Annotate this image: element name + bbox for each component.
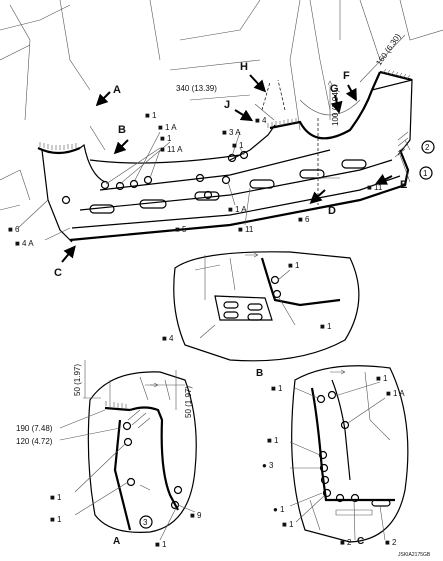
detail-c-callout-1-b: ■ 1 xyxy=(376,374,388,383)
view-label-d: D xyxy=(328,205,336,217)
detail-c-label: C xyxy=(357,536,364,547)
callout-11-b: ■ 11 xyxy=(238,225,254,234)
view-label-g: G xyxy=(330,83,339,95)
detail-c-dot-1: ● 1 xyxy=(273,505,285,514)
callout-6-b: ■ 6 xyxy=(298,215,310,224)
view-label-a: A xyxy=(113,84,121,96)
detail-c-callout-2-b: ■ 2 xyxy=(385,538,397,547)
detail-c-callout-1a: ■ 1 A xyxy=(386,389,405,398)
detail-b-callout-1-a: ■ 1 xyxy=(288,261,300,270)
view-label-j: J xyxy=(224,99,230,111)
callout-1-c: ■ 1 xyxy=(232,141,244,150)
detail-c-callout-1-c: ■ 1 xyxy=(267,436,279,445)
callout-11a: ■ 11 A xyxy=(160,145,183,154)
circled-number-3-text: 3 xyxy=(143,518,148,527)
circled-number-1-text: 1 xyxy=(423,169,428,178)
main-assembly xyxy=(0,0,443,263)
detail-a-callout-1-a: ■ 1 xyxy=(50,493,62,502)
callout-1a-b: ■ 1 A xyxy=(228,205,247,214)
dimension-160: 160 (6.30) xyxy=(374,32,402,67)
detail-b-callout-4: ■ 4 xyxy=(162,334,174,343)
detail-c-callout-1-a: ■ 1 xyxy=(271,384,283,393)
callout-3a: ■ 3 A xyxy=(222,128,241,137)
weld-length-120: 120 (4.72) xyxy=(16,437,53,446)
detail-view-a xyxy=(59,360,197,541)
dimension-100: 100 (3.94) xyxy=(331,89,340,126)
detail-view-b xyxy=(173,251,360,362)
detail-c-callout-1-d: ■ 1 xyxy=(282,520,294,529)
detail-a-dim-50-a: 50 (1.97) xyxy=(73,364,82,396)
callout-6-a: ■ 6 xyxy=(8,225,20,234)
detail-a-dim-50-b: 50 (1.97) xyxy=(184,386,193,418)
callout-5: ■ 5 xyxy=(175,225,187,234)
callout-11-a: ■ 11 xyxy=(367,183,383,192)
detail-b-callout-1-b: ■ 1 xyxy=(320,322,332,331)
callout-1-b: ■ 1 xyxy=(160,134,172,143)
detail-a-label: A xyxy=(113,536,120,547)
view-label-h: H xyxy=(240,61,248,73)
view-label-f: F xyxy=(343,70,350,82)
weld-length-340: 340 (13.39) xyxy=(176,84,217,93)
circled-number-2-text: 2 xyxy=(425,143,430,152)
circled-number-3 xyxy=(139,515,153,529)
detail-c-callout-2-a: ■ 2 xyxy=(340,538,352,547)
callout-1-a: ■ 1 xyxy=(145,111,157,120)
detail-view-c xyxy=(289,365,409,543)
detail-b-label: B xyxy=(256,368,263,379)
view-label-e: E xyxy=(400,179,407,191)
circled-number-2 xyxy=(421,140,435,154)
view-label-b: B xyxy=(118,124,126,136)
detail-a-callout-1-b: ■ 1 xyxy=(50,515,62,524)
detail-a-callout-9: ■ 9 xyxy=(190,511,202,520)
circled-number-1 xyxy=(419,166,433,180)
figure-id: JSKIA2175GB xyxy=(398,552,431,558)
detail-a-callout-1-c: ■ 1 xyxy=(155,540,167,549)
detail-c-dot-3: ● 3 xyxy=(262,461,274,470)
callout-1a-a: ■ 1 A xyxy=(158,123,177,132)
callout-4a: ■ 4 A xyxy=(15,239,34,248)
callout-4: ■ 4 xyxy=(255,116,267,125)
view-label-c: C xyxy=(54,267,62,279)
weld-length-190: 190 (7.48) xyxy=(16,424,53,433)
